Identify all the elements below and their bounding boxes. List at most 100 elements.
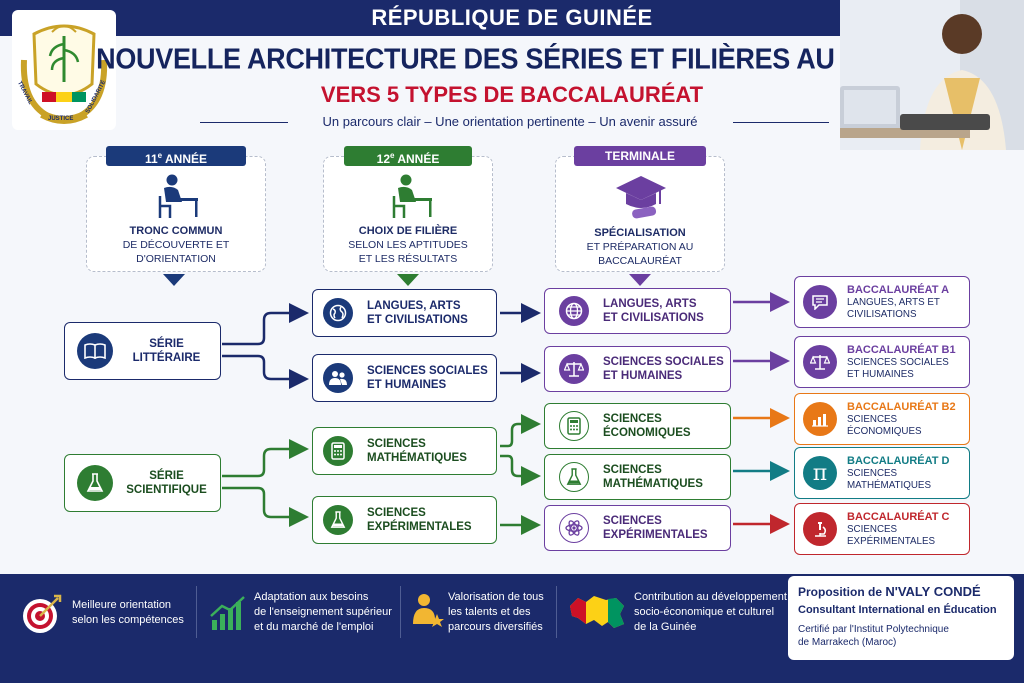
- filiere-sciences-sociales: SCIENCES SOCIALES ET HUMAINES: [312, 354, 497, 402]
- serie-label: SÉRIE: [149, 470, 184, 482]
- author-proposal: Proposition de N'VALY CONDÉ: [798, 584, 981, 599]
- bac-title: BACCALAURÉAT D: [847, 454, 950, 467]
- scales-icon: [559, 354, 589, 384]
- terminale-sciences-exp: SCIENCES EXPÉRIMENTALES: [544, 505, 731, 551]
- stage-terminale-text: SPÉCIALISATION ET PRÉPARATION AU BACCALA…: [586, 227, 694, 267]
- stage-11-tag: 11e ANNÉE: [106, 146, 246, 166]
- stage-11-pointer: [163, 274, 185, 286]
- bac-subtitle: ET HUMAINES: [847, 368, 914, 380]
- stage-12-text: CHOIX DE FILIÈRE SELON LES APTITUDES ET …: [348, 225, 468, 265]
- footer-divider: [556, 586, 557, 638]
- stage-terminale-card: [555, 156, 725, 272]
- globe-icon: [323, 298, 353, 328]
- calculator-icon: [323, 436, 353, 466]
- bac-title: BACCALAURÉAT B1: [847, 343, 956, 356]
- guinea-map-icon: [570, 596, 624, 628]
- divider-right: [733, 122, 829, 123]
- terminale-label: MATHÉMATIQUES: [603, 478, 703, 490]
- bac-d: π BACCALAURÉAT D SCIENCES MATHÉMATIQUES: [794, 447, 970, 499]
- page-title: NOUVELLE ARCHITECTURE DES SÉRIES ET FILI…: [96, 43, 928, 75]
- bac-subtitle: SCIENCES: [847, 413, 898, 425]
- calculator-icon: [559, 411, 589, 441]
- terminale-label: ÉCONOMIQUES: [603, 427, 691, 439]
- terminale-label: ET CIVILISATIONS: [603, 312, 704, 324]
- terminale-sciences-math: SCIENCES MATHÉMATIQUES: [544, 454, 731, 500]
- bac-b1: BACCALAURÉAT B1 SCIENCES SOCIALES ET HUM…: [794, 336, 970, 388]
- serie-label: SCIENTIFIQUE: [126, 484, 207, 496]
- filiere-sciences-exp: SCIENCES EXPÉRIMENTALES: [312, 496, 497, 544]
- filiere-label: SCIENCES: [367, 438, 426, 450]
- graduation-cap-icon: [616, 176, 666, 219]
- stage-terminale-pointer: [629, 274, 651, 286]
- bac-subtitle: EXPÉRIMENTALES: [847, 535, 936, 547]
- flask-icon: [77, 465, 113, 501]
- atom-icon: [559, 513, 589, 543]
- footer-divider: [196, 586, 197, 638]
- bac-title: BACCALAURÉAT A: [847, 283, 950, 296]
- page-subtitle: VERS 5 TYPES DE BACCALAURÉAT: [320, 82, 704, 107]
- terminale-label: EXPÉRIMENTALES: [603, 529, 708, 541]
- serie-label: LITTÉRAIRE: [132, 352, 201, 364]
- scales-icon: [803, 345, 837, 379]
- author-photo: [830, 0, 1024, 150]
- terminale-label: SCIENCES: [603, 464, 662, 476]
- benefit-text: Valorisation de tous les talents et des …: [448, 591, 544, 633]
- student-desk-icon: [392, 174, 432, 218]
- bac-subtitle: MATHÉMATIQUES: [847, 479, 932, 491]
- filiere-label: EXPÉRIMENTALES: [367, 521, 472, 533]
- filiere-label: ET CIVILISATIONS: [367, 314, 468, 326]
- bac-subtitle: LANGUES, ARTS ET: [847, 296, 940, 308]
- stage-12-pointer: [397, 274, 419, 286]
- flask-icon: [323, 505, 353, 535]
- author-card: Proposition de N'VALY CONDÉ Consultant I…: [788, 576, 1014, 660]
- serie-label: SÉRIE: [149, 338, 184, 350]
- terminale-label: SCIENCES: [603, 413, 662, 425]
- serie-litteraire: SÉRIE LITTÉRAIRE: [64, 322, 221, 380]
- author-role: Consultant International en Éducation: [798, 604, 997, 616]
- person-star-icon: [413, 594, 444, 627]
- bac-subtitle: SCIENCES: [847, 467, 898, 479]
- filiere-label: SCIENCES: [367, 507, 426, 519]
- book-icon: [77, 333, 113, 369]
- stage-terminale-tag: TERMINALE: [574, 146, 706, 166]
- stage-11-card: [86, 156, 266, 272]
- guinea-coat-of-arms: TRAVAIL JUSTICE SOLIDARITÉ: [12, 10, 116, 130]
- bac-title: BACCALAURÉAT C: [847, 510, 950, 523]
- divider-left: [200, 122, 288, 123]
- pi-icon: π: [803, 456, 837, 490]
- student-desk-icon: [158, 174, 198, 218]
- bac-subtitle: SCIENCES: [847, 523, 898, 535]
- benefit-text: Meilleure orientation selon les compéten…: [72, 599, 184, 626]
- author-certification: Certifié par l'Institut Polytechnique de…: [798, 624, 949, 648]
- terminale-langues: LANGUES, ARTS ET CIVILISATIONS: [544, 288, 731, 334]
- country-name: RÉPUBLIQUE DE GUINÉE: [371, 5, 653, 30]
- bac-subtitle: CIVILISATIONS: [847, 308, 917, 320]
- terminale-sciences-eco: SCIENCES ÉCONOMIQUES: [544, 403, 731, 449]
- filiere-label: LANGUES, ARTS: [367, 300, 461, 312]
- filiere-label: MATHÉMATIQUES: [367, 452, 467, 464]
- terminale-label: LANGUES, ARTS: [603, 298, 697, 310]
- stage-11-text: TRONC COMMUN DE DÉCOUVERTE ET D'ORIENTAT…: [122, 225, 230, 265]
- bac-b2: BACCALAURÉAT B2 SCIENCES ÉCONOMIQUES: [794, 393, 970, 445]
- target-icon: [23, 594, 62, 633]
- flask-icon: [559, 462, 589, 492]
- people-icon: [323, 363, 353, 393]
- bac-c: BACCALAURÉAT C SCIENCES EXPÉRIMENTALES: [794, 503, 970, 555]
- microscope-icon: [803, 512, 837, 546]
- stage-12-tag: 12e ANNÉE: [344, 146, 472, 166]
- benefit-text: Adaptation aux besoins de l'enseignement…: [254, 591, 392, 633]
- filiere-label: ET HUMAINES: [367, 379, 447, 391]
- growth-chart-icon: [210, 596, 245, 630]
- terminale-label: ET HUMAINES: [603, 370, 683, 382]
- footer-divider: [400, 586, 401, 638]
- bac-title: BACCALAURÉAT B2: [847, 400, 956, 413]
- terminale-sciences-sociales: SCIENCES SOCIALES ET HUMAINES: [544, 346, 731, 392]
- terminale-label: SCIENCES SOCIALES: [603, 356, 724, 368]
- speech-icon: [803, 285, 837, 319]
- bac-subtitle: SCIENCES SOCIALES: [847, 356, 949, 368]
- bac-subtitle: ÉCONOMIQUES: [847, 425, 922, 437]
- filiere-sciences-math: SCIENCES MATHÉMATIQUES: [312, 427, 497, 475]
- filiere-label: SCIENCES SOCIALES: [367, 365, 488, 377]
- globe-icon: [559, 296, 589, 326]
- flow-connectors: [222, 292, 790, 535]
